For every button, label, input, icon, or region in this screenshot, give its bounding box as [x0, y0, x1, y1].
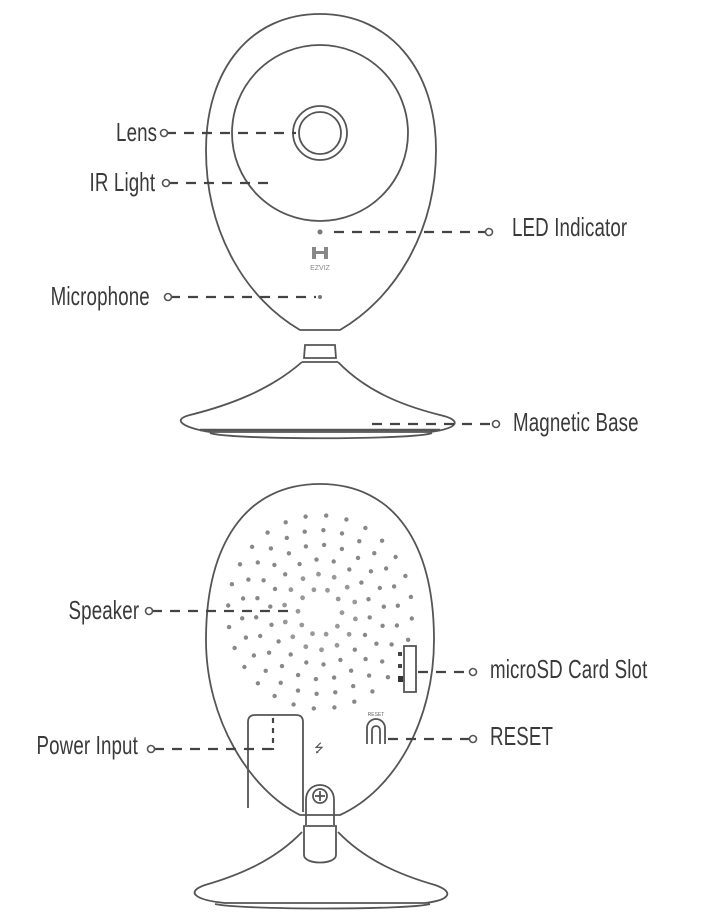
lens-icon	[292, 105, 348, 161]
front-leader-lines	[159, 128, 501, 429]
led-indicator-icon	[317, 229, 323, 235]
ezviz-logo-icon	[312, 247, 328, 259]
back-bracket	[303, 784, 337, 864]
speaker-grille-icon	[226, 513, 414, 711]
front-camera-body: EZVIZ	[205, 13, 437, 331]
front-neck	[302, 344, 338, 363]
label-power-input: Power Input	[36, 730, 138, 760]
back-magnetic-base	[193, 831, 449, 910]
label-magnetic-base: Magnetic Base	[513, 407, 639, 437]
label-reset: RESET	[490, 721, 554, 751]
front-magnetic-base	[180, 361, 456, 440]
power-input-door-icon: ⭍	[247, 714, 324, 812]
label-speaker: Speaker	[68, 595, 139, 625]
label-led-indicator: LED Indicator	[512, 212, 628, 242]
label-microphone: Microphone	[50, 281, 150, 311]
microsd-slot-icon	[398, 645, 417, 693]
screw-icon	[312, 788, 328, 804]
label-ir-light: IR Light	[89, 167, 155, 197]
usb-icon: ⭍	[314, 741, 324, 755]
label-microsd-card-slot: microSD Card Slot	[490, 654, 648, 684]
svg-text:RESET: RESET	[368, 712, 385, 718]
back-camera-body	[205, 483, 435, 816]
microphone-icon	[318, 295, 322, 299]
svg-text:EZVIZ: EZVIZ	[310, 265, 331, 272]
reset-button-icon: RESET	[366, 712, 386, 744]
label-lens: Lens	[115, 117, 157, 147]
back-leader-lines	[144, 606, 478, 754]
